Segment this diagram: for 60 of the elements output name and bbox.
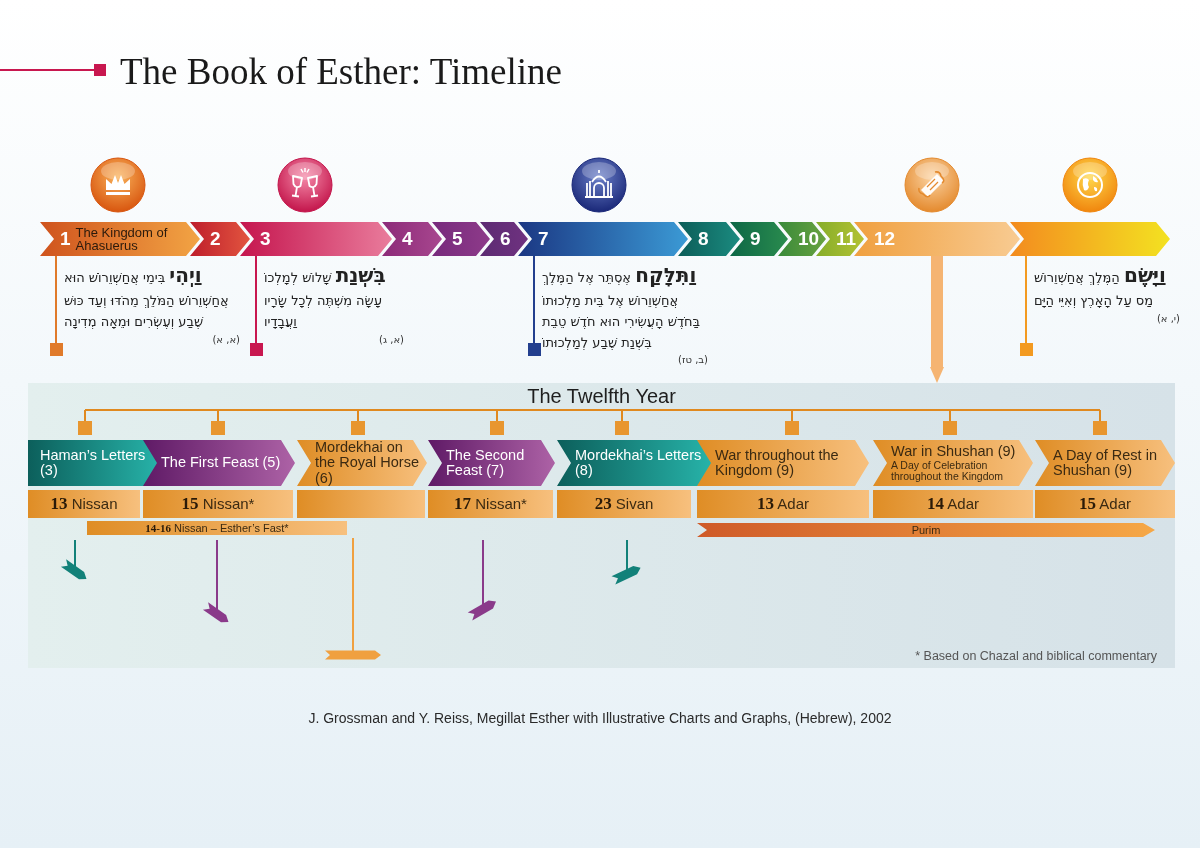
event-label: A Day of Rest in Shushan (9)	[1053, 447, 1158, 479]
year-number: 3	[260, 227, 271, 251]
date-label: 17 Nissan*	[454, 494, 527, 514]
year-number: 2	[210, 227, 221, 251]
footnote: * Based on Chazal and biblical commentary	[914, 649, 1157, 663]
date-bar	[873, 490, 1033, 518]
event-label: Mordekhai’s Letters (8)	[575, 447, 703, 479]
year-number: 6	[500, 227, 511, 251]
timeline-segment	[40, 222, 200, 256]
verse-quote: וַתִּלָּקַח אֶסְתֵּר אֶל הַמֶּלֶךְ אֲחַשְׁוֵרוֹשׁ אֶל בֵּית מַלְכוּתוֹ בַּחֹדֶשׁ הָעֲשִׂירִי הוּא חֹדֶשׁ טֵבֵת בִּשְׁנַת שֶׁבַע לְמַלְכוּתוֹ	[542, 262, 701, 352]
year-panel	[28, 383, 1175, 668]
timeline-segment	[1010, 222, 1170, 256]
verse-quote: בִּשְׁנַת שָׁלוֹשׁ לְמָלְכוֹ עָשָׂה מִשְׁתֶּה לְכָל שָׂרָיו וַעֲבָדָיו	[264, 262, 387, 331]
year-number: 4	[402, 227, 413, 251]
timeline-segment	[518, 222, 688, 256]
panel-title: The Twelfth Year	[527, 385, 676, 407]
caption: J. Grossman and Y. Reiss, Megillat Esther with Illustrative Charts and Graphs, (Hebrew), 2002	[308, 710, 892, 726]
date-label: 14 Adar	[927, 494, 979, 514]
verse-citation: (א, ג)	[379, 332, 404, 346]
event-label: The First Feast (5)	[161, 455, 281, 471]
period-label: Purim	[911, 524, 941, 536]
event-banner	[428, 440, 555, 486]
date-label: 13 Nissan	[50, 494, 118, 514]
year-number: 8	[698, 227, 709, 251]
date-bar	[557, 490, 691, 518]
date-label: 23 Sivan	[594, 494, 654, 514]
period-label: 14-16 Nissan – Esther’s Fast*	[145, 522, 289, 534]
date-bar	[28, 490, 140, 518]
arrow	[930, 256, 944, 383]
verse-quote: וַיָּשֶׂם הַמֶּלֶךְ אֲחַשְׁוֵרוֹשׁ מַס עַל הָאָרֶץ וְאִיֵּי הַיָּם	[1034, 262, 1167, 310]
event-subtitle: A Day of Celebration throughout the Kingdom	[891, 459, 1004, 482]
event-label: Mordekhai on the Royal Horse (6)	[315, 440, 419, 486]
event-label: War in Shushan (9)	[891, 444, 1016, 460]
timeline-segment	[240, 222, 392, 256]
event-banner	[1035, 440, 1175, 486]
period-bar	[87, 521, 347, 535]
date-bar	[697, 490, 869, 518]
title: The Book of Esther: Timeline	[120, 52, 562, 93]
year-number: 9	[750, 227, 761, 251]
event-label: Haman’s Letters (3)	[40, 447, 147, 479]
date-bar	[143, 490, 293, 518]
year-number: 11	[836, 227, 857, 251]
verse-quote: וַיְהִי בִּימֵי אֲחַשְׁוֵרוֹשׁ הוּא אֲחַשְׁוֵרוֹשׁ הַמֹּלֵךְ מֵהֹדּוּ וְעַד כּוּשׁ שֶׁבַע וְעֶשְׂרִים וּמֵאָה מְדִינָה	[64, 262, 230, 331]
timeline-segment	[854, 222, 1020, 256]
date-bar	[1035, 490, 1175, 518]
verse-citation: (י, א)	[1156, 311, 1180, 325]
date-label: 15 Nissan*	[181, 494, 255, 514]
year-number: 12	[874, 227, 896, 251]
year-number: 7	[538, 227, 549, 251]
date-label: 15 Adar	[1079, 494, 1131, 514]
event-label: War throughout the Kingdom (9)	[715, 447, 840, 479]
date-label: 13 Adar	[757, 494, 809, 514]
verse-citation: (ב, טז)	[678, 353, 708, 367]
date-bar	[297, 490, 425, 518]
event-label: The Second Feast (7)	[446, 447, 526, 479]
verse-citation: (א, א)	[212, 332, 240, 346]
year-number: 5	[452, 227, 463, 251]
year-number: 10	[798, 227, 820, 251]
date-bar	[428, 490, 553, 518]
event-banner	[297, 440, 427, 486]
